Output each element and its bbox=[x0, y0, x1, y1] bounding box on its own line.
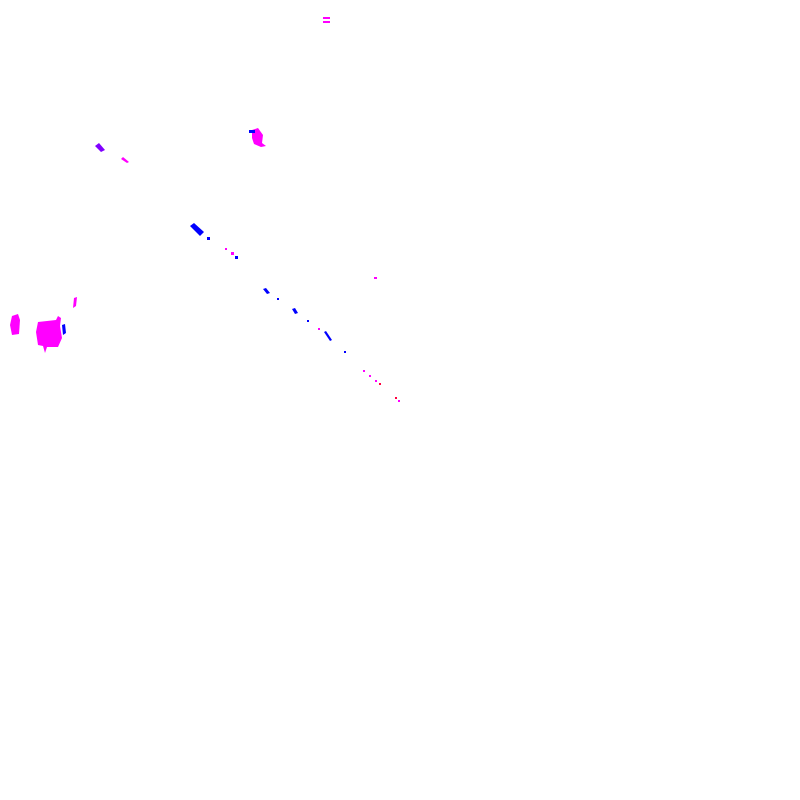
upper-cluster bbox=[249, 128, 266, 147]
left-blob-cluster bbox=[10, 297, 77, 353]
left-blob-sliver bbox=[73, 297, 77, 308]
streak-seg-1 bbox=[190, 223, 204, 236]
streak-seg-2 bbox=[207, 237, 210, 240]
left-blob-small bbox=[10, 314, 20, 335]
streak-seg-17 bbox=[395, 397, 397, 399]
streak-seg-4 bbox=[231, 252, 234, 255]
streak-seg-13 bbox=[363, 370, 365, 372]
streak-seg-15 bbox=[375, 380, 377, 382]
streak-seg-3 bbox=[225, 248, 227, 250]
streak-seg-5 bbox=[235, 256, 238, 259]
isolated-dot bbox=[374, 277, 377, 279]
left-diagonal-marks bbox=[95, 143, 129, 163]
streak-seg-8 bbox=[292, 308, 298, 314]
left-blob-blue-edge bbox=[62, 324, 66, 335]
streak-seg-10 bbox=[318, 328, 320, 330]
streak-seg-7 bbox=[277, 298, 279, 300]
streak-seg-6 bbox=[263, 288, 270, 294]
streak-seg-18 bbox=[398, 400, 400, 402]
streak-seg-9 bbox=[307, 320, 309, 322]
streak-seg-14 bbox=[369, 375, 371, 377]
upper-cluster-blue-bit bbox=[249, 130, 255, 133]
upper-cluster-body bbox=[252, 128, 266, 147]
top-dash-marks bbox=[323, 17, 330, 23]
top-dash-upper bbox=[323, 17, 330, 19]
streak-seg-11 bbox=[324, 331, 332, 341]
streak-seg-16 bbox=[379, 383, 381, 385]
diag-mark-a bbox=[95, 143, 105, 152]
top-dash-lower bbox=[323, 21, 330, 23]
left-blob-large bbox=[36, 316, 62, 353]
streak-seg-12 bbox=[344, 351, 346, 353]
diag-mark-b bbox=[121, 157, 129, 163]
diagonal-streak bbox=[190, 223, 400, 402]
